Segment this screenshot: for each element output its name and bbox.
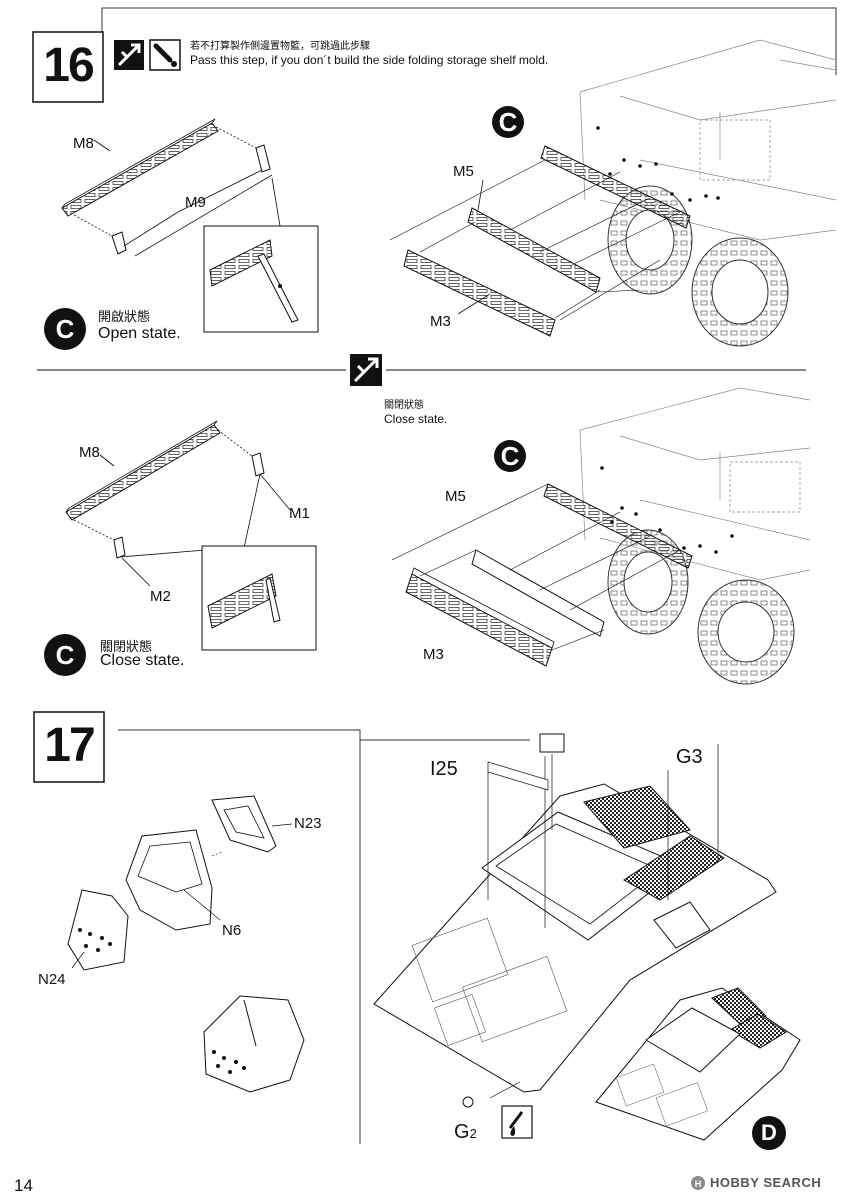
svg-text:H: H [695, 1179, 702, 1189]
close-state-cn: 關閉狀態 [100, 639, 153, 654]
open-state-cn: 開啟狀態 [98, 309, 151, 324]
wheel-2-close [697, 579, 795, 685]
step17-number: 17 [44, 719, 95, 772]
close-heading-cn: 關閉狀態 [384, 400, 424, 411]
cement-icon [149, 39, 181, 71]
label-g3: G3 [676, 746, 703, 768]
label-g2: G2 [454, 1122, 477, 1142]
assembly-lines-open [389, 159, 681, 321]
label-m8-close: M8 [79, 444, 100, 461]
wheel-2-open [691, 237, 789, 347]
step16-note-cn: 若不打算製作側邊置物籃，可跳過此步驟 [190, 41, 370, 52]
label-n24: N24 [38, 971, 66, 988]
step16-number: 16 [43, 39, 94, 92]
ref-d: D [752, 1116, 786, 1150]
step17-lines [487, 744, 719, 1099]
n24-part [67, 889, 129, 971]
step16-number-box [32, 31, 104, 103]
ref-c-close-left: C [44, 634, 86, 676]
ref-c-close-right: C [494, 440, 526, 472]
m3-rail-open [403, 249, 556, 337]
label-m2-close: M2 [150, 588, 171, 605]
label-m5-open: M5 [453, 163, 474, 180]
label-g2-main: G [454, 1121, 470, 1143]
ref-c-open-right: C [492, 106, 524, 138]
label-m3-open: M3 [430, 313, 451, 330]
pins-close [600, 466, 734, 554]
g2-part [462, 1096, 474, 1108]
hull-top [373, 733, 777, 1093]
pins-open [596, 126, 720, 202]
m9-brackets [73, 126, 281, 257]
assembled-n-parts [203, 995, 305, 1093]
label-g2-sub: 2 [469, 1126, 477, 1141]
detail-box-close [201, 545, 317, 651]
n23-part [211, 795, 293, 853]
label-n6: N6 [222, 922, 242, 939]
label-n23: N23 [294, 815, 322, 832]
assembly-lines-close [391, 483, 681, 651]
n6-part [125, 829, 223, 931]
hull-thumbnail [595, 987, 801, 1141]
label-i25: I25 [430, 758, 458, 780]
close-heading-en: Close state. [384, 412, 448, 426]
choice-icon [114, 40, 144, 70]
watermark-text: HOBBY SEARCH [710, 1175, 822, 1190]
close-state-en: Close state. [100, 652, 185, 669]
step17-frame [118, 729, 530, 1144]
step16-divider [37, 354, 806, 386]
m3-rail-close [405, 567, 555, 667]
page-number: 14 [14, 1176, 33, 1195]
detail-box-open [203, 225, 319, 333]
label-m3-close: M3 [423, 646, 444, 663]
label-m1-close: M1 [289, 505, 310, 522]
label-m5-close: M5 [445, 488, 466, 505]
label-m9-open: M9 [185, 194, 206, 211]
glue-icon [501, 1105, 533, 1139]
step17-number-box [33, 711, 105, 783]
watermark-logo: H [691, 1176, 705, 1190]
open-state-en: Open state. [98, 325, 181, 342]
m5-rail-close [471, 483, 693, 637]
vehicle-close [579, 387, 811, 581]
m8-rail-open [61, 118, 219, 217]
m5-rail-open [467, 145, 691, 293]
step16-note-en: Pass this step, if you don´t build the s… [190, 53, 549, 67]
label-m8-open: M8 [73, 135, 94, 152]
m8-rail-close [65, 420, 221, 521]
wheel-1-open [607, 185, 693, 295]
ref-c-open-left: C [44, 308, 86, 350]
